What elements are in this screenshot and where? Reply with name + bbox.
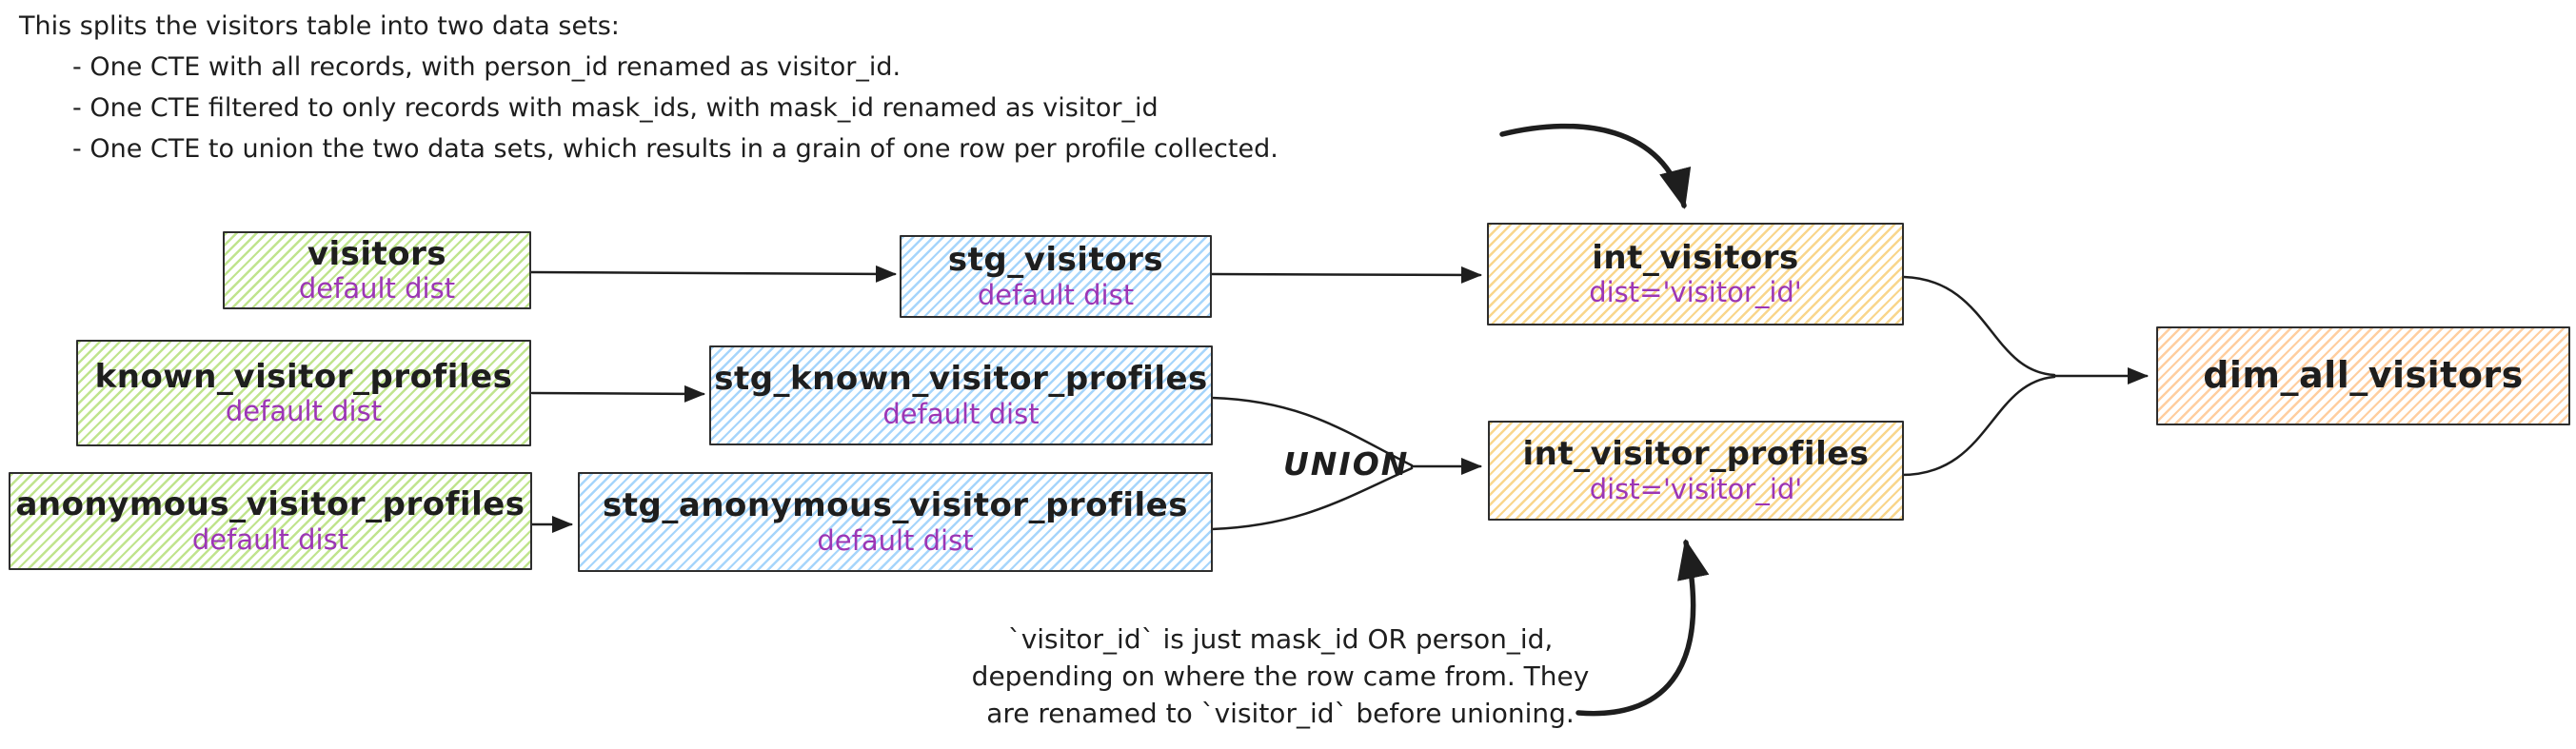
node-stg-anonymous-visitor-profiles[interactable]: stg_anonymous_visitor_profiles default d…: [578, 472, 1213, 572]
top-note-line: - One CTE filtered to only records with …: [72, 93, 1159, 123]
node-dist-subtitle: dist='visitor_id': [1589, 472, 1803, 505]
node-title: anonymous_visitor_profiles: [15, 485, 525, 524]
edge-int-visitors-out-curve: [1902, 275, 2056, 377]
bottom-note-line: are renamed to `visitor_id` before union…: [986, 698, 1575, 729]
node-dist-subtitle: default dist: [225, 395, 383, 428]
node-dist-subtitle: default dist: [191, 522, 349, 556]
node-anonymous-visitor-profiles[interactable]: anonymous_visitor_profiles default dist: [9, 472, 532, 570]
edge-known-to-stg-known: [530, 384, 705, 403]
node-title: known_visitor_profiles: [94, 357, 513, 396]
node-dist-subtitle: default dist: [882, 397, 1040, 430]
bottom-note: `visitor_id` is just mask_id OR person_i…: [947, 621, 1614, 732]
node-title: stg_anonymous_visitor_profiles: [603, 486, 1188, 525]
node-known-visitor-profiles[interactable]: known_visitor_profiles default dist: [76, 340, 531, 446]
node-title: stg_visitors: [947, 241, 1164, 280]
node-dist-subtitle: default dist: [817, 523, 974, 557]
bottom-note-line: depending on where the row came from. Th…: [971, 660, 1590, 692]
node-dist-subtitle: dist='visitor_id': [1589, 276, 1802, 309]
edge-int-visitor-profiles-out-curve: [1898, 375, 2056, 477]
node-visitors[interactable]: visitors default dist: [223, 231, 531, 309]
top-note-line: - One CTE to union the two data sets, wh…: [72, 134, 1278, 164]
node-title: int_visitors: [1592, 238, 1799, 277]
top-note-callout-arrow: [1499, 123, 1692, 209]
top-note-line: This splits the visitors table into two …: [19, 11, 620, 41]
node-int-visitors[interactable]: int_visitors dist='visitor_id': [1487, 223, 1904, 325]
edge-visitors-to-stg-visitors: [528, 265, 897, 283]
top-note: This splits the visitors table into two …: [19, 6, 1278, 169]
node-title: int_visitor_profiles: [1522, 435, 1870, 474]
node-stg-visitors[interactable]: stg_visitors default dist: [900, 235, 1212, 318]
bottom-note-line: `visitor_id` is just mask_id OR person_i…: [1007, 623, 1554, 655]
node-stg-known-visitor-profiles[interactable]: stg_known_visitor_profiles default dist: [709, 345, 1213, 445]
union-label: UNION: [1283, 445, 1410, 483]
node-title: stg_known_visitor_profiles: [714, 360, 1208, 399]
node-dist-subtitle: default dist: [977, 278, 1135, 311]
top-note-line: - One CTE with all records, with person_…: [72, 52, 902, 82]
node-dist-subtitle: default dist: [298, 272, 456, 306]
node-title: dim_all_visitors: [2203, 354, 2524, 397]
edge-stg-visitors-to-int-visitors: [1210, 266, 1482, 284]
node-dim-all-visitors[interactable]: dim_all_visitors: [2156, 326, 2570, 425]
node-title: visitors: [307, 234, 447, 273]
node-int-visitor-profiles[interactable]: int_visitor_profiles dist='visitor_id': [1488, 421, 1904, 521]
